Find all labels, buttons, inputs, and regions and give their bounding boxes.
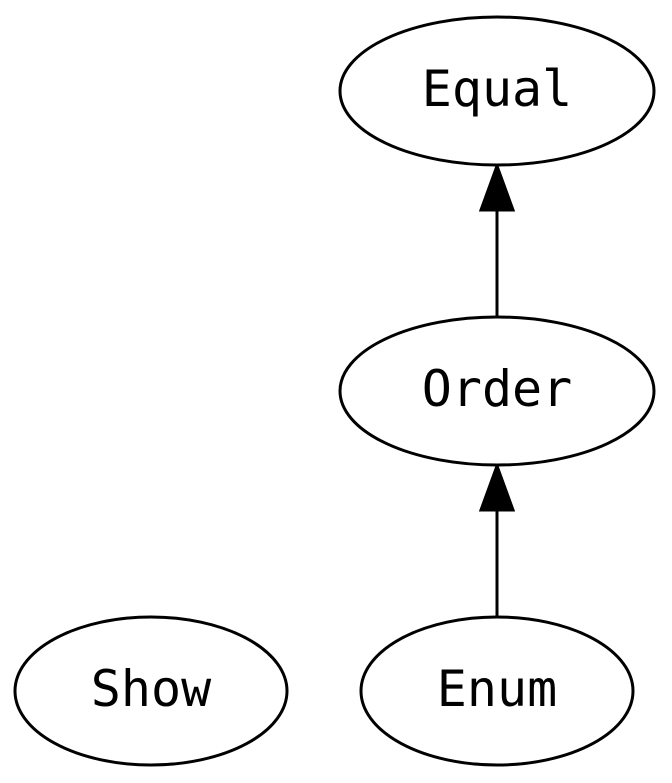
node-show[interactable]: Show xyxy=(13,615,289,767)
node-enum[interactable]: Enum xyxy=(359,615,635,767)
arrowhead-icon xyxy=(478,461,516,512)
node-equal[interactable]: Equal xyxy=(338,15,656,167)
arrowhead-icon xyxy=(478,161,516,212)
edge-enum-to-order xyxy=(478,461,516,617)
node-label-equal: Equal xyxy=(422,60,573,118)
node-ellipse xyxy=(338,315,656,467)
node-ellipse xyxy=(13,615,289,767)
node-order[interactable]: Order xyxy=(338,315,656,467)
node-ellipse xyxy=(338,15,656,167)
node-label-enum: Enum xyxy=(437,660,557,718)
node-label-show: Show xyxy=(91,660,212,718)
edge-order-to-equal xyxy=(478,161,516,318)
node-label-order: Order xyxy=(422,360,573,418)
node-ellipse xyxy=(359,615,635,767)
